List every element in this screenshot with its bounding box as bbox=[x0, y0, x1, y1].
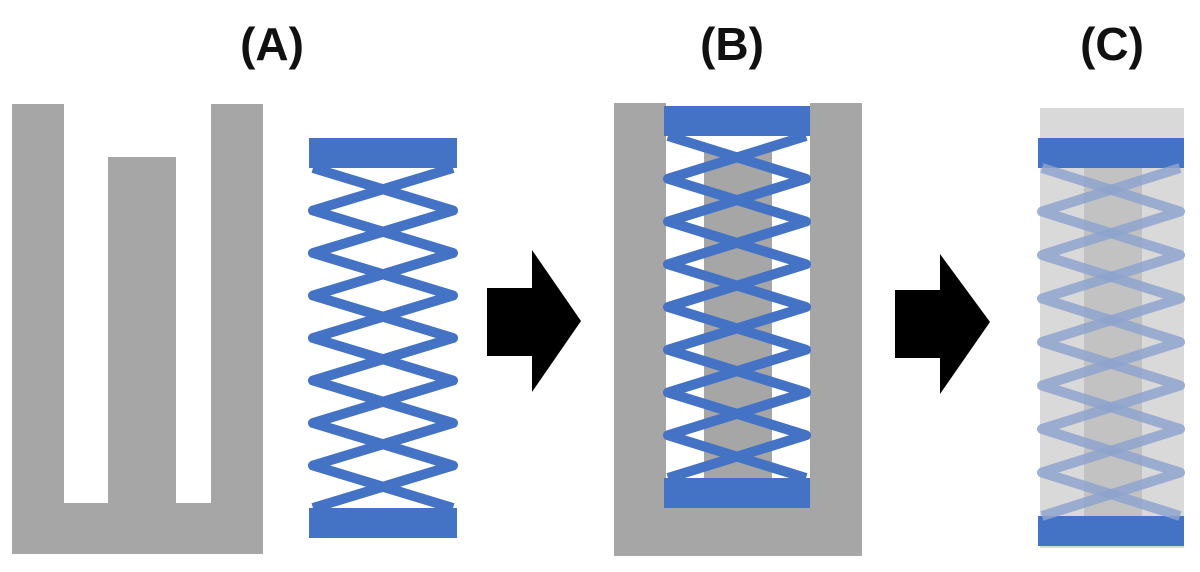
gray-comb-structure bbox=[12, 104, 263, 554]
result-center-post bbox=[1084, 150, 1142, 522]
spring-bottom-plate bbox=[664, 478, 810, 508]
faded-spring-coil-1 bbox=[1037, 163, 1185, 521]
panel-label-b: (B) bbox=[700, 18, 764, 70]
comb-right-prong bbox=[211, 104, 263, 554]
spring-top-plate bbox=[309, 138, 457, 168]
spring-bottom-plate bbox=[309, 508, 457, 538]
faded-spring bbox=[1037, 138, 1185, 546]
spring-coil-1 bbox=[663, 131, 811, 483]
panel-label-c: (C) bbox=[1080, 18, 1144, 70]
cup-base bbox=[614, 504, 862, 556]
panel-label-a: (A) bbox=[240, 18, 304, 70]
faded-spring-coil-2 bbox=[1037, 163, 1185, 521]
comb-left-prong bbox=[12, 104, 64, 554]
spring-top-plate bbox=[664, 106, 810, 136]
right-arrow-2 bbox=[895, 254, 990, 394]
blue-spring-inserted bbox=[663, 106, 811, 508]
spring-top-plate bbox=[1038, 138, 1184, 168]
spring-coil-1 bbox=[308, 163, 458, 513]
spring-coil-2 bbox=[308, 163, 458, 513]
cup-left-wall bbox=[614, 103, 666, 556]
cup-right-wall bbox=[810, 103, 862, 556]
blue-spring bbox=[308, 138, 458, 538]
comb-base bbox=[12, 503, 263, 554]
comb-center-prong bbox=[108, 157, 176, 554]
spring-bottom-plate bbox=[1038, 516, 1184, 546]
spring-coil-2 bbox=[663, 131, 811, 483]
right-arrow-1 bbox=[487, 250, 581, 392]
